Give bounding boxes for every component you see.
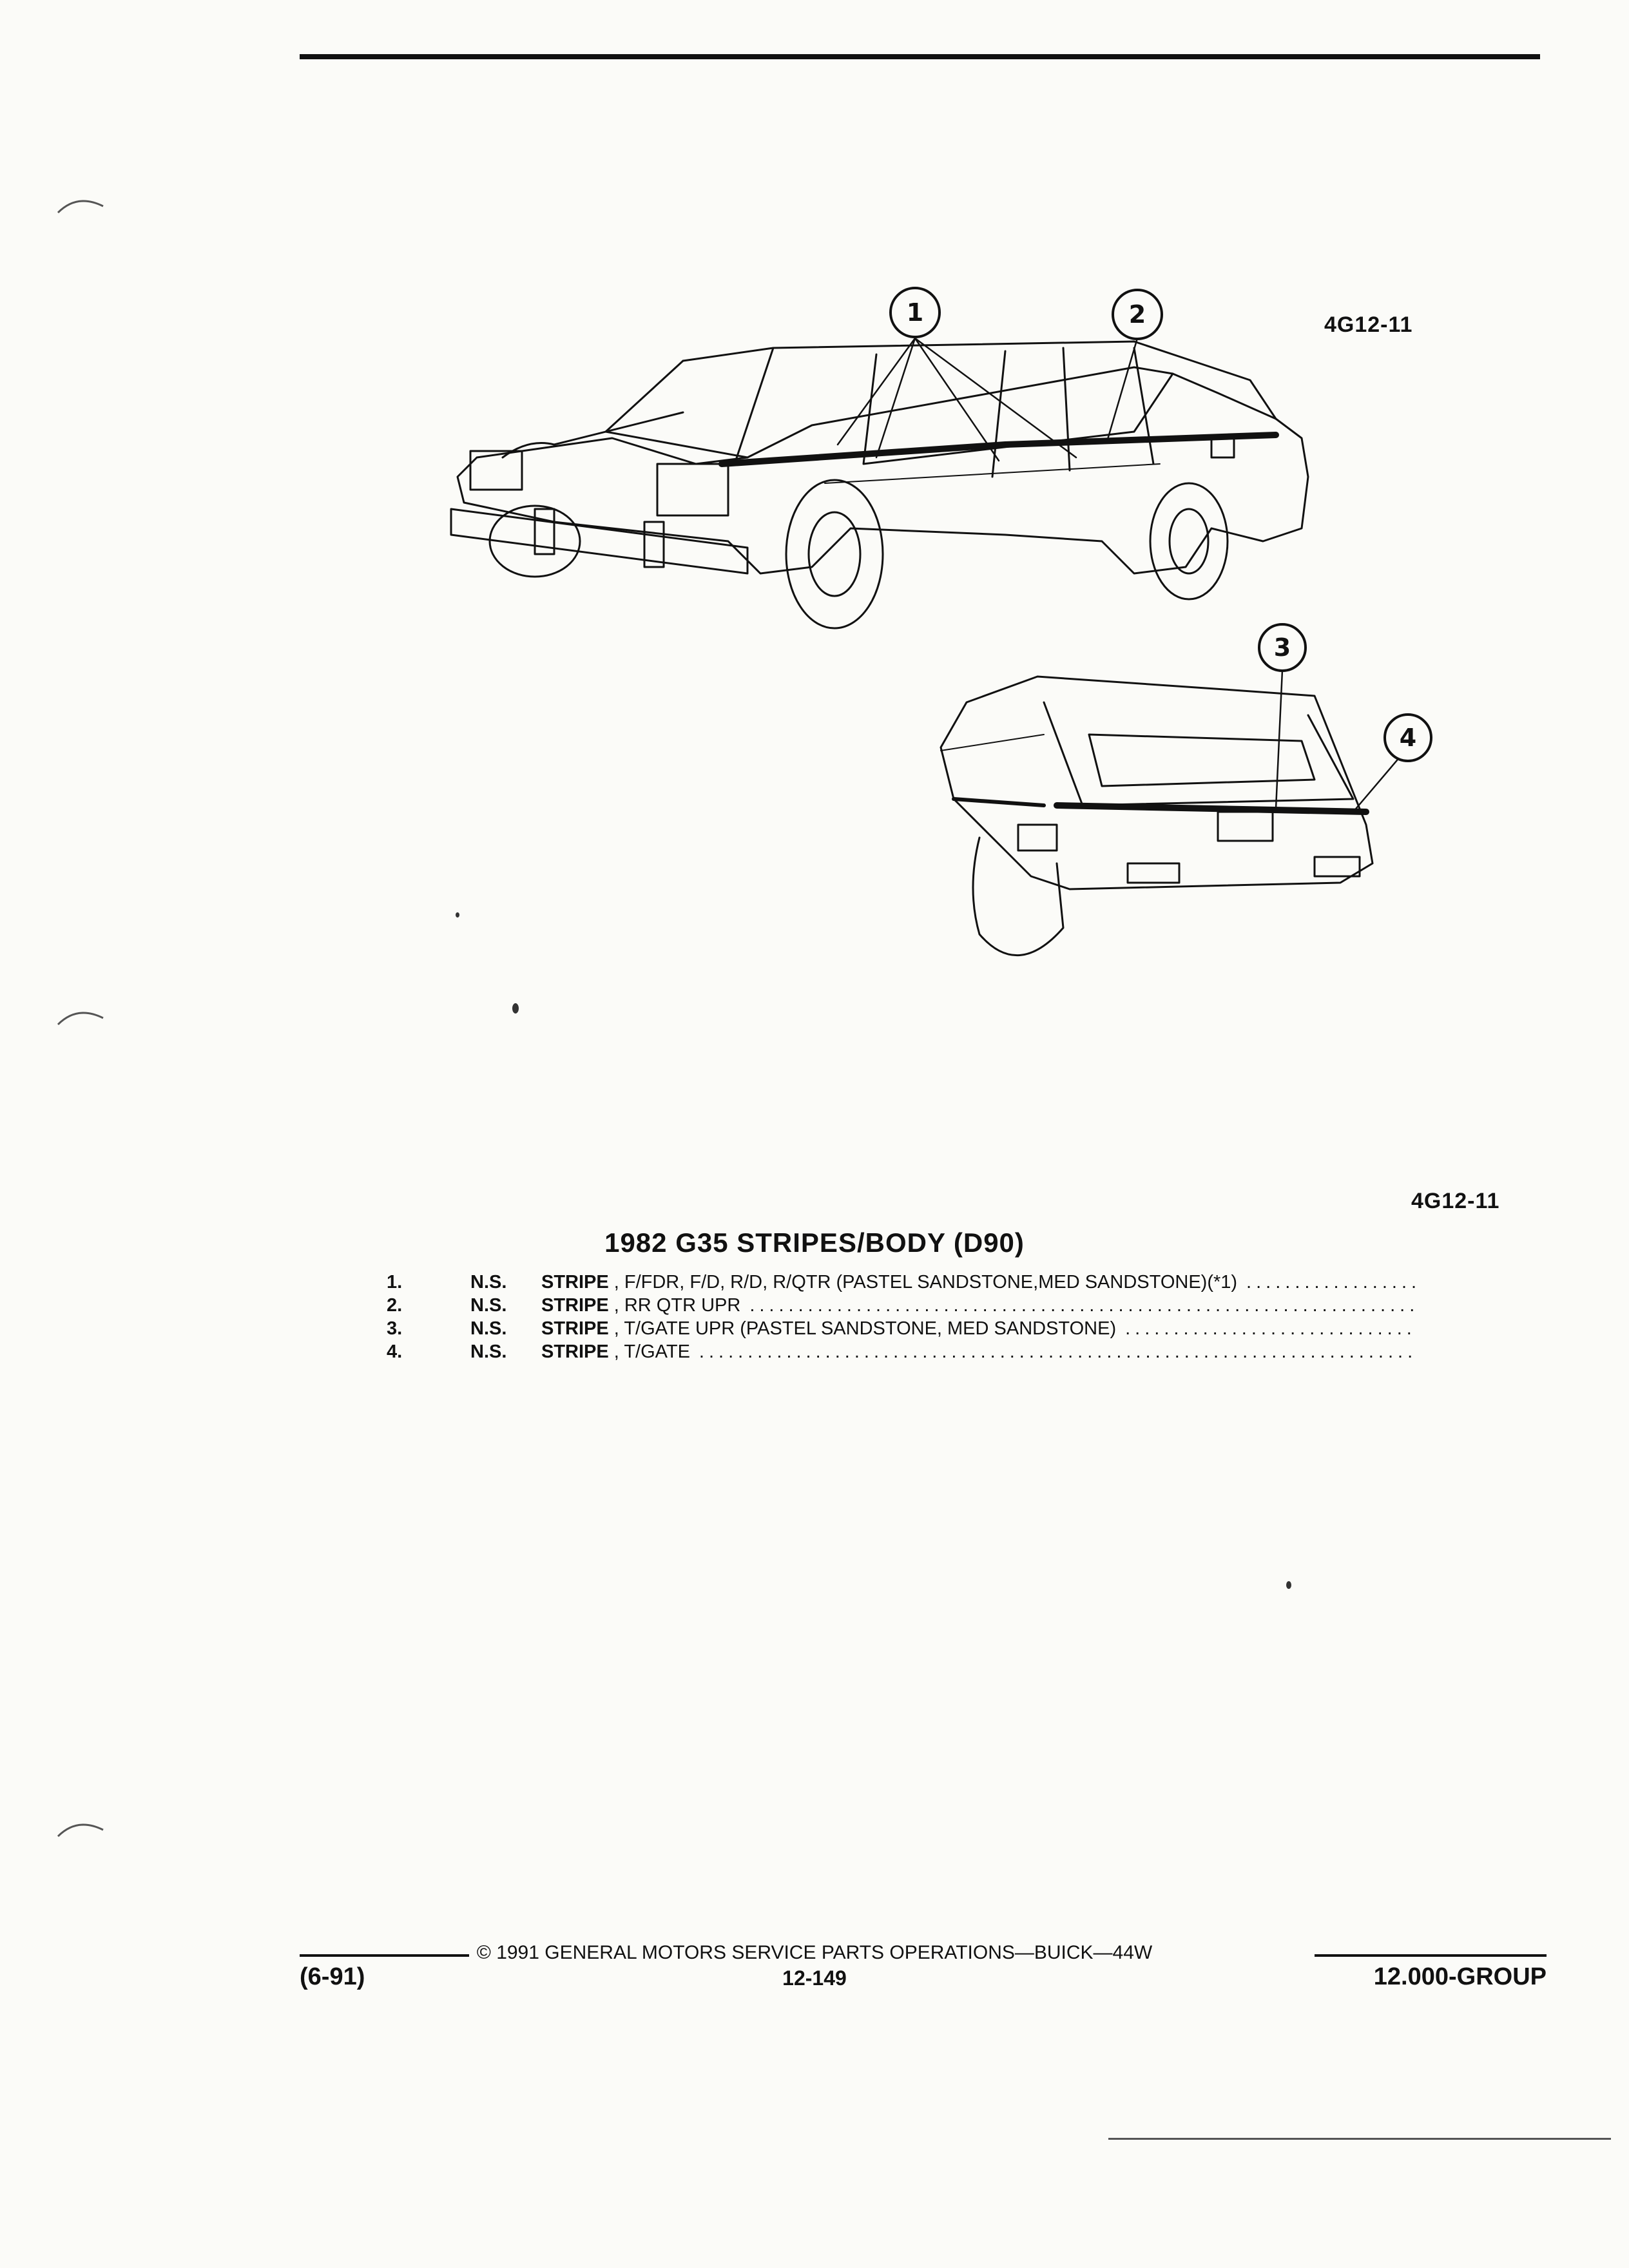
part-description: , T/GATE UPR (PASTEL SANDSTONE, MED SAND…: [613, 1318, 1117, 1339]
wagon-front-view: [450, 340, 1309, 629]
footer-group: 12.000-GROUP: [1373, 1963, 1547, 1990]
part-row: 2. N.S. STRIPE , RR QTR UPR ............…: [387, 1294, 1418, 1317]
scan-speck: [1286, 1581, 1291, 1589]
leader-dots: ........................................…: [1246, 1272, 1418, 1293]
stripe-illustration: 1 2 3 4: [450, 287, 1432, 956]
figure-code-top: 4G12-11: [1324, 312, 1413, 337]
callout-4-label: 4: [1400, 724, 1416, 752]
figure-code-mid: 4G12-11: [1411, 1189, 1500, 1213]
wagon-rear-view: [940, 675, 1374, 956]
parts-list: 1. N.S. STRIPE , F/FDR, F/D, R/D, R/QTR …: [387, 1271, 1418, 1363]
punch-mark: [57, 1823, 104, 1838]
part-name: STRIPE: [541, 1272, 609, 1293]
copyright-text: © 1991 GENERAL MOTORS SERVICE PARTS OPER…: [468, 1942, 1161, 1963]
leader-dots: ........................................…: [1125, 1318, 1418, 1339]
callout-4-circle: [1383, 713, 1432, 762]
footer-page-number: 12-149: [782, 1966, 847, 1990]
part-number: 2.: [387, 1295, 403, 1316]
callout-2-label: 2: [1129, 300, 1146, 329]
part-description: , T/GATE: [613, 1341, 690, 1362]
scan-speck: [512, 1003, 519, 1014]
part-number: 4.: [387, 1341, 403, 1362]
callout-3-circle: [1258, 623, 1307, 672]
part-name: STRIPE: [541, 1318, 609, 1339]
part-name: STRIPE: [541, 1341, 609, 1362]
punch-mark: [57, 1012, 104, 1026]
footer-copyright: © 1991 GENERAL MOTORS SERVICE PARTS OPER…: [0, 1942, 1629, 1964]
callout-1-label: 1: [907, 298, 923, 327]
part-ns: N.S.: [470, 1341, 507, 1362]
callout-3-label: 3: [1274, 633, 1291, 662]
punch-mark: [57, 200, 104, 214]
part-row: 1. N.S. STRIPE , F/FDR, F/D, R/D, R/QTR …: [387, 1271, 1418, 1294]
part-ns: N.S.: [470, 1272, 507, 1293]
section-title: 1982 G35 STRIPES/BODY (D90): [604, 1227, 1025, 1258]
part-number: 3.: [387, 1318, 403, 1339]
leader-dots: ........................................…: [699, 1341, 1418, 1362]
part-row: 3. N.S. STRIPE , T/GATE UPR (PASTEL SAND…: [387, 1317, 1418, 1340]
part-number: 1.: [387, 1272, 403, 1293]
callout-1-circle: [889, 287, 941, 338]
part-ns: N.S.: [470, 1318, 507, 1339]
footer-revision: (6-91): [300, 1963, 365, 1990]
scan-speck: [456, 912, 459, 918]
part-description: , F/FDR, F/D, R/D, R/QTR (PASTEL SANDSTO…: [613, 1272, 1238, 1293]
footer-left-rule: [300, 1954, 557, 1957]
footer-right-rule: [1315, 1954, 1547, 1957]
part-ns: N.S.: [470, 1295, 507, 1316]
part-name: STRIPE: [541, 1295, 609, 1316]
top-rule: [300, 54, 1540, 59]
bottom-scan-rule: [1108, 2138, 1611, 2140]
leader-dots: ........................................…: [749, 1295, 1418, 1316]
callout-circles: [889, 287, 1432, 762]
part-description: , RR QTR UPR: [613, 1295, 741, 1316]
part-row: 4. N.S. STRIPE , T/GATE ................…: [387, 1340, 1418, 1363]
callout-2-circle: [1112, 289, 1163, 340]
